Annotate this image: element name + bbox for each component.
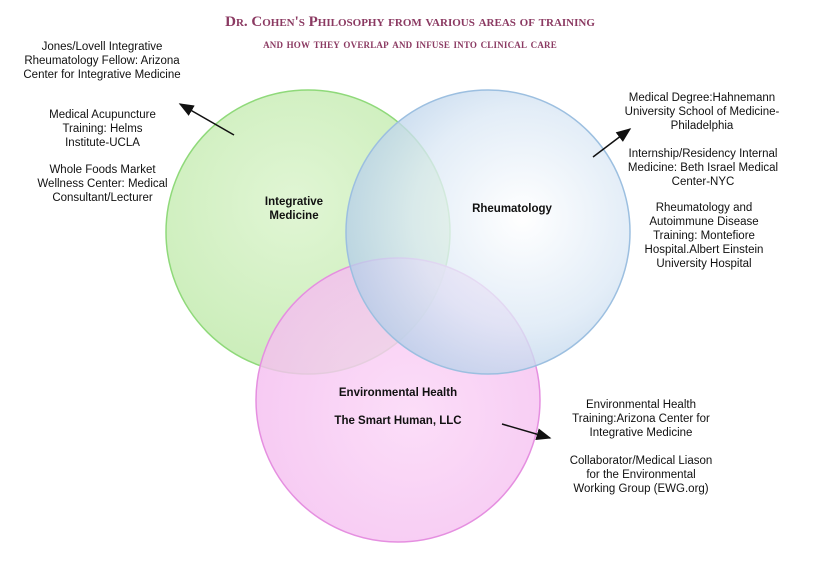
- left-note-acupuncture: Medical Acupuncture Training: Helms Inst…: [49, 109, 156, 149]
- environmental-health-label: Environmental Health The Smart Human, LL…: [334, 387, 462, 427]
- right-note-medical-degree: Medical Degree:Hahnemann University Scho…: [624, 92, 780, 132]
- bottom-note-ewg: Collaborator/Medical Liason for the Envi…: [569, 455, 713, 495]
- arrow-right: [592, 128, 632, 158]
- left-note-fellowship: Jones/Lovell Integrative Rheumatology Fe…: [23, 41, 181, 81]
- rheumatology-label: Rheumatology: [472, 203, 552, 215]
- circle-rheumatology: [345, 89, 631, 375]
- right-note-residency: Internship/Residency Internal Medicine: …: [627, 148, 779, 188]
- diagram-title-line2: and how they overlap and infuse into cli…: [263, 36, 557, 51]
- arrow-left: [178, 103, 235, 136]
- arrow-bottom: [501, 423, 552, 440]
- left-note-wholefoods: Whole Foods Market Wellness Center: Medi…: [37, 164, 168, 204]
- right-note-rheumatology-training: Rheumatology and Autoimmune Disease Trai…: [644, 202, 764, 270]
- diagram-title-line1: Dr. Cohen's Philosophy from various area…: [225, 14, 595, 30]
- integrative-medicine-label: Integrative Medicine: [264, 196, 324, 222]
- bottom-note-env-training: Environmental Health Training:Arizona Ce…: [572, 399, 710, 439]
